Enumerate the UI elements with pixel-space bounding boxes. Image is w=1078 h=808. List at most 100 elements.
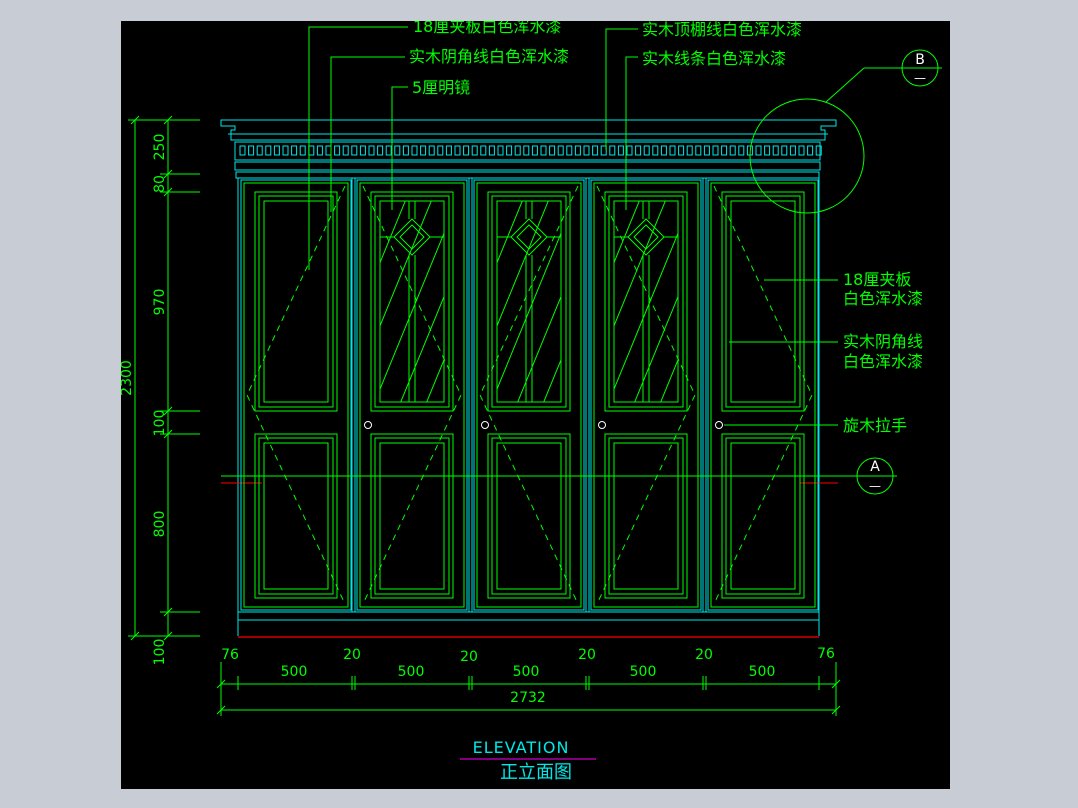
label-plywood-side-2: 白色浑水漆 <box>843 289 923 308</box>
dim-v-total: 2300 <box>121 360 135 396</box>
dentil <box>798 145 805 156</box>
dentil-row <box>239 145 822 156</box>
dentil <box>308 145 315 156</box>
door-4[interactable] <box>449 179 929 611</box>
dim-h-20-3: 20 <box>578 647 596 663</box>
dentil <box>394 145 401 156</box>
horizontal-dimensions: 76 500 20 500 20 500 20 500 20 500 76 27… <box>216 646 841 716</box>
dentil <box>506 145 513 156</box>
dentil <box>703 145 710 156</box>
dentil <box>540 145 547 156</box>
label-handle: 旋木拉手 <box>843 416 907 435</box>
dentil <box>480 145 487 156</box>
label-ceiling-molding: 实木顶棚线白色浑水漆 <box>642 21 802 39</box>
dentil <box>772 145 779 156</box>
dentil <box>411 145 418 156</box>
knob-handle[interactable] <box>481 421 489 429</box>
dentil <box>488 145 495 156</box>
dentil <box>248 145 255 156</box>
dentil <box>445 145 452 156</box>
dentil <box>807 145 814 156</box>
elevation-drawing: 250 80 970 100 800 100 2300 76 500 20 50… <box>121 21 942 783</box>
dentil <box>514 145 521 156</box>
dim-h-20-1: 20 <box>343 647 361 663</box>
dentil <box>566 145 573 156</box>
dentil <box>342 145 349 156</box>
dentil <box>437 145 444 156</box>
dentil <box>282 145 289 156</box>
dentil <box>368 145 375 156</box>
label-plywood-side-1: 18厘夹板 <box>843 270 911 289</box>
dentil <box>617 145 624 156</box>
knob-handle[interactable] <box>598 421 606 429</box>
dentil <box>755 145 762 156</box>
dentil <box>531 145 538 156</box>
cabinet-doors <box>215 179 929 611</box>
dim-h-500-3: 500 <box>513 664 540 680</box>
knob-handle[interactable] <box>364 421 372 429</box>
drawing-title: ELEVATION 正立面图 <box>460 738 596 783</box>
label-cove-side-1: 实木阴角线 <box>843 332 923 351</box>
dentil <box>471 145 478 156</box>
dentil <box>695 145 702 156</box>
dentil <box>652 145 659 156</box>
dentil <box>334 145 341 156</box>
dentil <box>385 145 392 156</box>
marker-b-letter: B <box>915 52 925 68</box>
dentil <box>557 145 564 156</box>
dentil <box>815 145 822 156</box>
marker-a-dash: — <box>869 479 881 493</box>
dentil <box>721 145 728 156</box>
section-marker-a[interactable]: A — <box>221 457 897 495</box>
dentil <box>626 145 633 156</box>
cad-viewport[interactable]: 250 80 970 100 800 100 2300 76 500 20 50… <box>121 21 950 789</box>
label-mirror: 5厘明镜 <box>412 78 470 97</box>
dentil <box>678 145 685 156</box>
dentil <box>686 145 693 156</box>
knob-handle[interactable] <box>715 421 723 429</box>
dentil <box>454 145 461 156</box>
dim-v-100b: 100 <box>152 639 168 666</box>
door-2[interactable] <box>215 179 695 611</box>
dim-v-80: 80 <box>152 175 168 193</box>
label-plywood-top: 18厘夹板白色浑水漆 <box>413 21 561 36</box>
dim-v-250: 250 <box>152 134 168 161</box>
dim-h-76-right: 76 <box>817 646 835 662</box>
cornice <box>220 119 837 179</box>
marker-b-dash: — <box>914 71 926 85</box>
door-3[interactable] <box>332 179 812 611</box>
dentil <box>265 145 272 156</box>
dim-h-20-2: 20 <box>460 649 478 665</box>
dentil <box>738 145 745 156</box>
dim-h-76-left: 76 <box>221 647 239 663</box>
detail-marker-b[interactable]: B — <box>749 49 942 214</box>
door-5[interactable] <box>707 179 819 611</box>
dentil <box>291 145 298 156</box>
dentil <box>299 145 306 156</box>
dentil <box>781 145 788 156</box>
dentil <box>325 145 332 156</box>
mirror-hatch <box>614 201 678 402</box>
dentil <box>523 145 530 156</box>
dentil <box>359 145 366 156</box>
cabinet-frame <box>221 177 838 638</box>
dim-v-100a: 100 <box>152 410 168 437</box>
label-cove-top: 实木阴角线白色浑水漆 <box>409 47 569 66</box>
dim-h-500-1: 500 <box>281 664 308 680</box>
dentil <box>712 145 719 156</box>
dentil <box>273 145 280 156</box>
dim-h-20-4: 20 <box>695 647 713 663</box>
dentil <box>729 145 736 156</box>
dentil <box>402 145 409 156</box>
dim-v-800: 800 <box>152 511 168 538</box>
door-1[interactable] <box>240 179 352 611</box>
dentil <box>428 145 435 156</box>
label-wood-strip: 实木线条白色浑水漆 <box>642 49 786 68</box>
dentil <box>377 145 384 156</box>
dim-h-500-4: 500 <box>630 664 657 680</box>
dentil <box>574 145 581 156</box>
dentil <box>316 145 323 156</box>
mirror-hatch <box>380 201 444 402</box>
annotations: 18厘夹板白色浑水漆 实木阴角线白色浑水漆 5厘明镜 实木顶棚线白色浑水漆 实木… <box>308 21 923 435</box>
dim-h-500-5: 500 <box>749 664 776 680</box>
